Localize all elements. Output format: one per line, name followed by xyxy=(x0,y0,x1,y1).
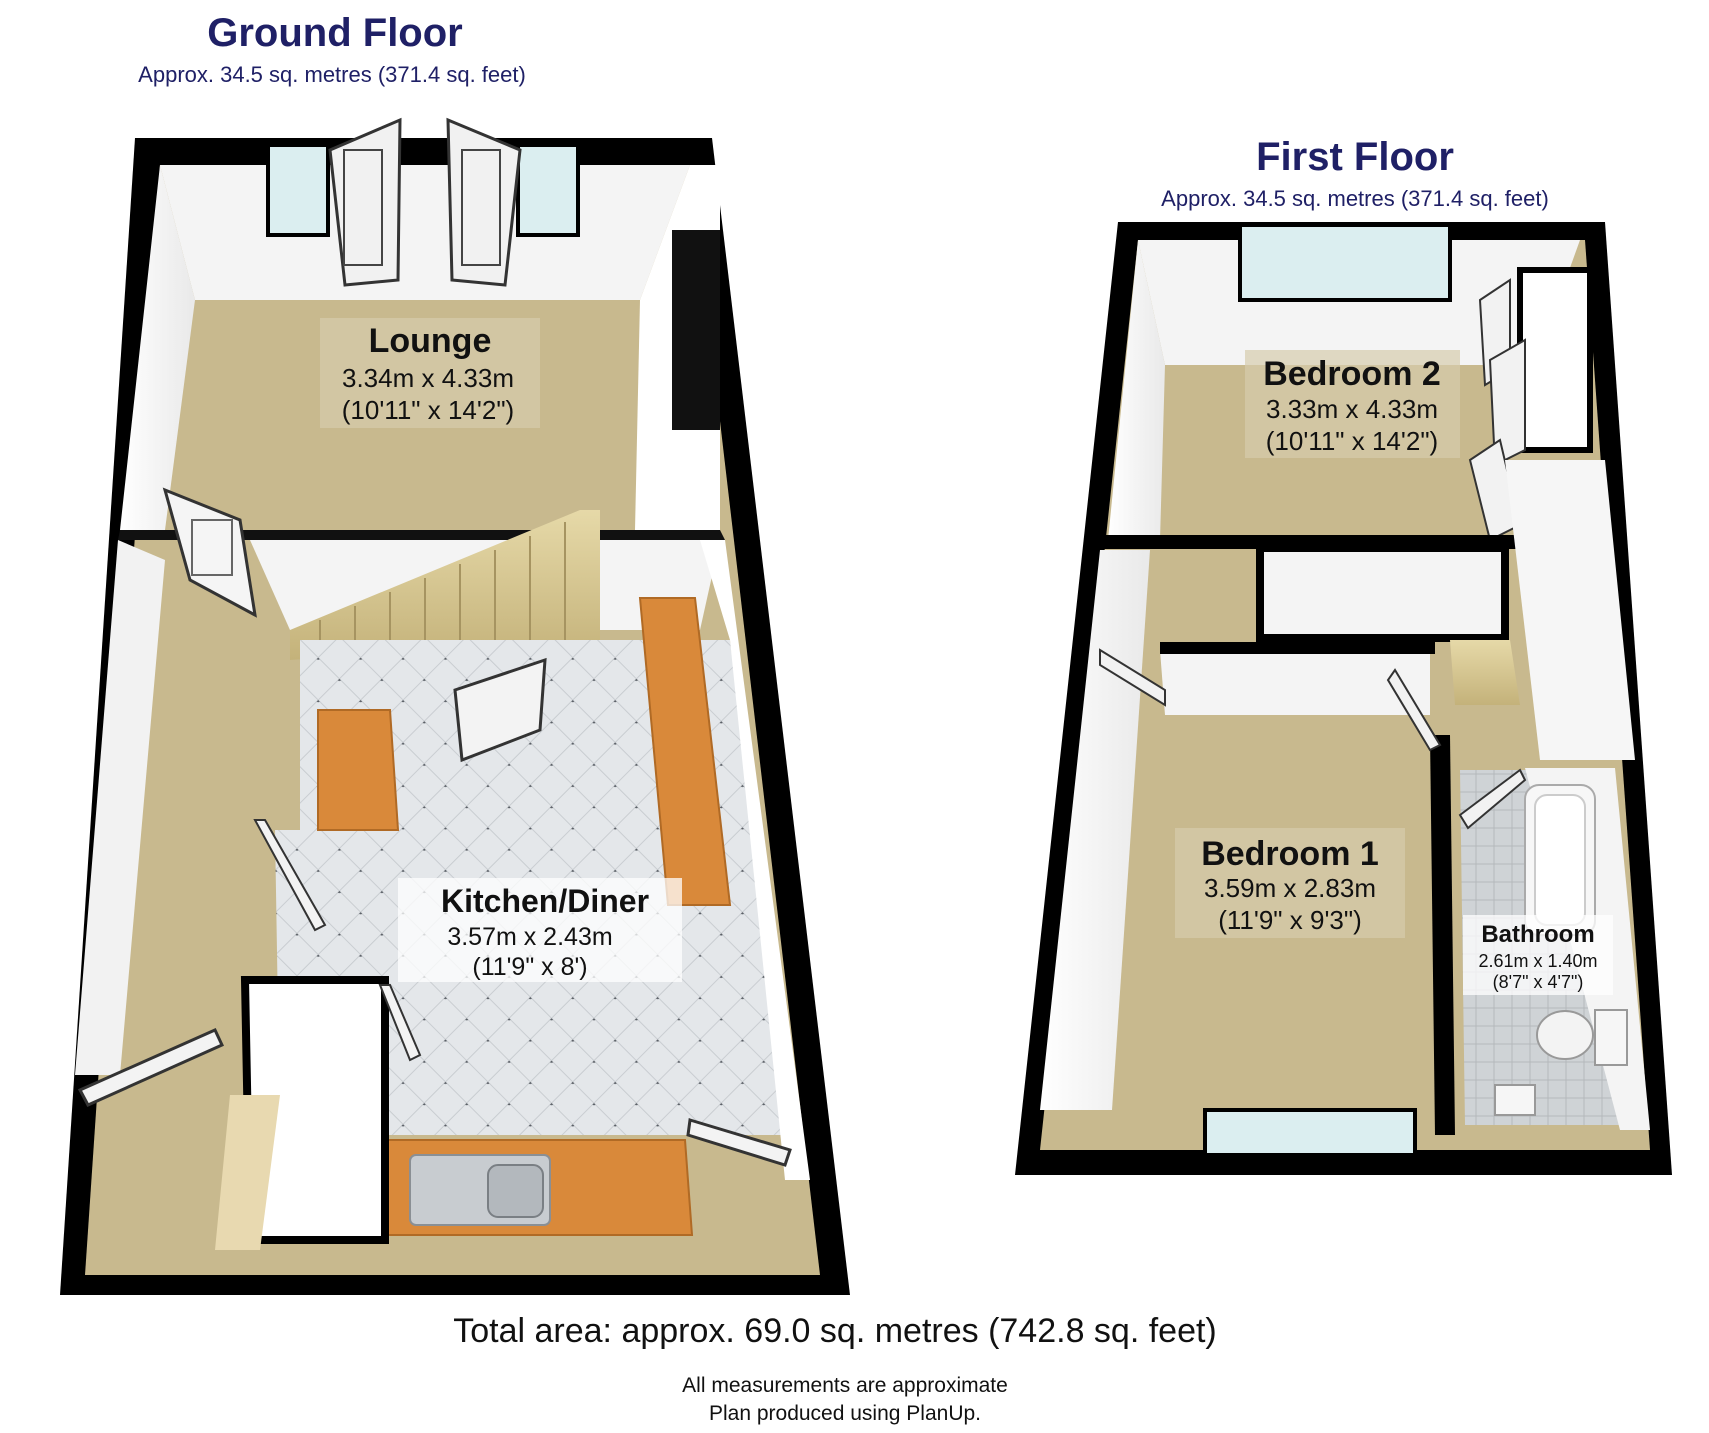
kitchen-metric: 3.57m x 2.43m xyxy=(447,923,612,951)
bedroom2-metric: 3.33m x 4.33m xyxy=(1266,394,1438,424)
kitchen-door xyxy=(453,657,547,763)
landing-cupboard-wall xyxy=(1256,544,1509,642)
toilet-cistern xyxy=(1594,1009,1628,1066)
kitchen-label-backdrop xyxy=(398,878,682,982)
bedroom2-label-backdrop xyxy=(1245,350,1460,458)
bedroom1-back-wall xyxy=(1160,650,1430,715)
bedroom2-imperial: (10'11" x 14'2") xyxy=(1266,426,1438,456)
lounge-metric: 3.34m x 4.33m xyxy=(342,363,514,393)
bathroom-metric: 2.61m x 1.40m xyxy=(1478,951,1597,971)
bedroom1-back-wall-top xyxy=(1160,642,1435,654)
kitchen-name: Kitchen/Diner xyxy=(441,883,649,919)
front-entry-step xyxy=(215,1095,280,1250)
bedroom1-name: Bedroom 1 xyxy=(1201,835,1379,873)
ground-floor-title: Ground Floor xyxy=(207,11,463,55)
first-floor-plan xyxy=(1015,222,1672,1175)
bedroom1-imperial: (11'9" x 9'3") xyxy=(1218,905,1362,935)
bedroom1-right-wall xyxy=(1430,735,1455,1135)
cupboard-door xyxy=(378,984,422,1062)
ground-floor-plan xyxy=(60,117,850,1295)
lounge-name: Lounge xyxy=(369,322,492,360)
kitchen-right-wall xyxy=(700,540,810,1180)
lounge-window-left xyxy=(266,143,330,237)
landing-stairs xyxy=(1450,640,1520,705)
first-floor-area: Approx. 34.5 sq. metres (371.4 sq. feet) xyxy=(1161,186,1549,211)
landing-right-wall xyxy=(1505,460,1635,760)
basin xyxy=(1494,1084,1536,1116)
utility-door xyxy=(253,819,327,932)
lounge-right-dark-wall xyxy=(672,230,720,430)
bathroom-label-backdrop xyxy=(1463,915,1613,995)
bathroom-name: Bathroom xyxy=(1481,921,1594,948)
bedroom2-window xyxy=(1238,223,1452,302)
kitchen-back-door xyxy=(686,1118,792,1167)
bathroom-door xyxy=(1458,768,1527,830)
bedroom1-door xyxy=(1099,648,1166,707)
wardrobe-wall xyxy=(1517,267,1593,453)
bedroom1-left-wall xyxy=(1040,550,1150,1110)
lounge-left-wall xyxy=(120,165,195,530)
lounge-back-wall xyxy=(160,165,690,300)
first-floor-title: First Floor xyxy=(1256,135,1454,179)
lounge-window-right xyxy=(516,143,580,237)
ground-floor-area: Approx. 34.5 sq. metres (371.4 sq. feet) xyxy=(138,62,526,87)
bedroom2-name: Bedroom 2 xyxy=(1263,355,1441,393)
planup-note: Plan produced using PlanUp. xyxy=(709,1402,981,1425)
front-door xyxy=(77,1028,225,1107)
bedroom1-door-2 xyxy=(1386,668,1442,752)
kitchen-imperial: (11'9" x 8') xyxy=(472,953,587,981)
hall-left-wall xyxy=(75,540,165,1075)
bathroom-imperial: (8'7" x 4'7") xyxy=(1493,972,1584,992)
total-area: Total area: approx. 69.0 sq. metres (742… xyxy=(453,1312,1217,1350)
lounge-imperial: (10'11" x 14'2") xyxy=(342,395,514,425)
toilet-bowl xyxy=(1536,1010,1594,1060)
wardrobe-door-2 xyxy=(1488,338,1526,467)
kitchen-worktop-left xyxy=(317,709,400,831)
measurement-note: All measurements are approximate xyxy=(682,1374,1008,1397)
bedroom1-label-backdrop xyxy=(1175,828,1405,938)
french-door-right xyxy=(446,117,522,287)
kitchen-worktop-right xyxy=(638,597,732,906)
bedroom1-front-window xyxy=(1203,1108,1417,1157)
bedroom1-metric: 3.59m x 2.83m xyxy=(1204,873,1376,903)
lounge-label-backdrop xyxy=(320,318,540,428)
bedroom2-left-wall xyxy=(1108,240,1165,540)
